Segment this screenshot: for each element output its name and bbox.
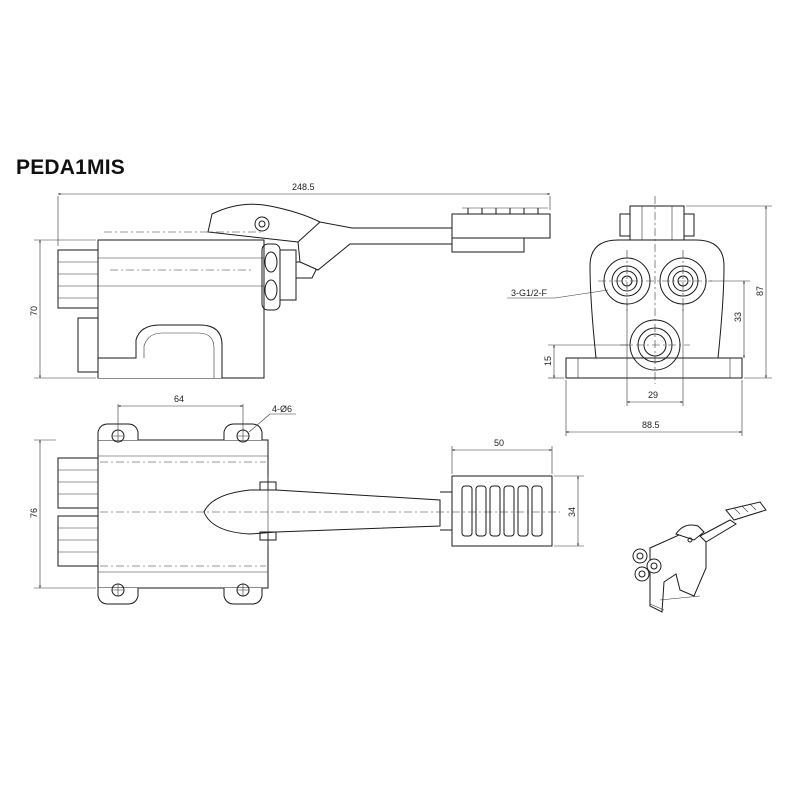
dim-overall-height: 87 (755, 286, 765, 296)
dim-pedal-length: 50 (494, 438, 504, 448)
plan-view: 64 4-Ø6 76 50 34 (29, 394, 584, 605)
dim-port-height: 33 (733, 312, 743, 322)
side-view: 248.5 70 (29, 182, 551, 379)
front-view: 3-G1/2-F 87 33 15 29 88.5 (507, 196, 772, 436)
dim-side-height: 70 (29, 306, 39, 316)
dim-pedal-width: 34 (567, 507, 577, 517)
dim-overall-length: 248.5 (292, 182, 315, 192)
dim-lower-port-height: 15 (543, 356, 553, 366)
dim-mount-holes: 4-Ø6 (272, 404, 292, 414)
dim-port-spacing: 29 (648, 390, 658, 400)
dim-base-width: 88.5 (642, 420, 660, 430)
drawing-title: PEDA1MIS (16, 156, 125, 179)
dim-plan-width: 76 (29, 508, 39, 518)
dim-hole-spacing: 64 (174, 394, 184, 404)
isometric-view (632, 501, 767, 613)
dim-port-thread: 3-G1/2-F (511, 288, 548, 298)
